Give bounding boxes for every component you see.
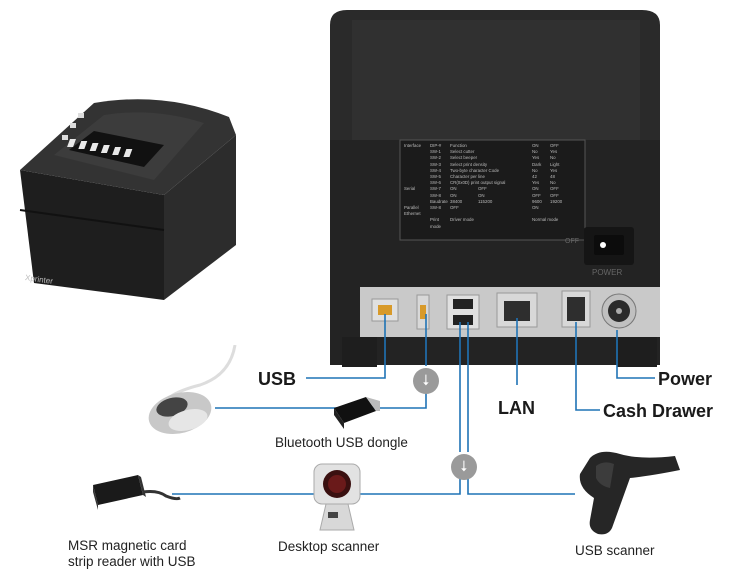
spec-cell: SW-6: [430, 180, 441, 186]
spec-cell: OFF: [450, 205, 459, 211]
power-label: Power: [658, 369, 713, 389]
spec-row: SW-1 Select cutter No Yes: [404, 149, 584, 155]
spec-cell: ON: [532, 205, 539, 211]
spec-cell: Select cutter: [450, 149, 475, 155]
spec-row: SW-8 ON ON OFF OFF: [404, 193, 584, 199]
spec-cell: Yes: [532, 155, 540, 161]
spec-cell: Baudrate: [430, 198, 448, 204]
spec-header-cell: ON: [532, 143, 539, 148]
cash-drawer-line: [575, 322, 600, 411]
switch-power-label: POWER: [592, 268, 623, 277]
bt-hub-to-mouse-line: [215, 392, 427, 409]
spec-cell: Serial: [404, 186, 416, 192]
spec-cell: 38400: [450, 198, 463, 204]
usb-symbol-icon: ⭣: [413, 368, 439, 394]
spec-cell: Light: [550, 161, 560, 167]
msr-label-line1: MSR magnetic card: [68, 538, 187, 553]
spec-cell: Yes: [550, 149, 558, 155]
power-line: [616, 330, 655, 379]
spec-cell: SW-5: [430, 174, 441, 180]
spec-cell: 115200: [478, 198, 493, 204]
spec-cell: Character per line: [450, 174, 485, 180]
spec-cell: No: [532, 167, 538, 173]
spec-cell: SW-4: [430, 167, 441, 173]
spec-cell: 9600: [532, 198, 542, 204]
spec-cell: Select beeper: [450, 155, 478, 161]
spec-cell: SW-2: [430, 155, 441, 161]
spec-cell: Select print density: [450, 161, 488, 167]
spec-cell: ON: [478, 192, 485, 198]
spec-cell: SW-3: [430, 161, 441, 167]
spec-cell: 48: [550, 174, 555, 180]
bluetooth-dongle-label: Bluetooth USB dongle: [275, 435, 408, 450]
spec-header: Interface DIP-# Function ON OFF: [404, 143, 584, 149]
lan-label: LAN: [498, 398, 535, 418]
usb-line: [306, 314, 386, 379]
usb-scanner-label: USB scanner: [575, 543, 655, 558]
spec-cell: Driver mode: [450, 217, 474, 223]
spec-row: SW-5 Character per line 42 48: [404, 174, 584, 180]
desktop-scanner-label: Desktop scanner: [278, 539, 380, 554]
spec-cell: Two-byte character Code: [450, 167, 500, 173]
spec-cell: OFF: [478, 186, 487, 192]
spec-cell: OFF: [550, 192, 559, 198]
spec-cell: OFF: [550, 186, 559, 192]
spec-row: SW-6 CR(0x0D) print output signal Yes No: [404, 180, 584, 186]
spec-row: Parallel Ethernet SW-8 OFF ON: [404, 205, 584, 217]
spec-cell: CR(0x0D) print output signal: [450, 180, 506, 186]
msr-label-line2: strip reader with USB: [68, 554, 196, 569]
spec-cell: OFF: [532, 192, 541, 198]
spec-row: Serial SW-7 ON OFF ON OFF: [404, 186, 584, 192]
spec-cell: ON: [450, 192, 457, 198]
spec-row: SW-4 Two-byte character Code No Yes: [404, 168, 584, 174]
spec-row: Baudrate 38400 115200 9600 19200: [404, 199, 584, 205]
spec-cell: Yes: [550, 167, 558, 173]
spec-cell: SW-1: [430, 149, 441, 155]
desktop-scanner-image: [313, 463, 361, 531]
mouse-image: [148, 345, 237, 435]
usb-symbol-icon: ⭣: [451, 454, 477, 480]
scanner-msr-line: [172, 478, 461, 495]
spec-cell: ON: [532, 186, 539, 192]
spec-cell: No: [550, 180, 556, 186]
spec-cell: SW-8: [430, 205, 441, 211]
front-printer-image: [19, 99, 236, 300]
cash-drawer-label: Cash Drawer: [603, 401, 714, 421]
usb-scanner-image: [579, 451, 680, 535]
spec-header-cell: Interface: [404, 143, 422, 148]
switch-off-label: OFF: [565, 238, 579, 245]
spec-cell: SW-8: [430, 192, 441, 198]
spec-table: Interface DIP-# Function ON OFF SW-1 Sel…: [404, 143, 584, 230]
spec-row: SW-3 Select print density Dark Light: [404, 162, 584, 168]
rear-printer-image: [330, 10, 660, 367]
usb-scanner-line: [467, 478, 575, 495]
spec-cell: No: [532, 149, 538, 155]
spec-cell: No: [550, 155, 556, 161]
spec-cell: Print mode: [430, 217, 441, 229]
spec-cell: 19200: [550, 198, 563, 204]
spec-cell: 42: [532, 174, 537, 180]
spec-header-cell: DIP-#: [430, 143, 442, 148]
spec-cell: Parallel Ethernet: [404, 205, 421, 217]
spec-cell: Dark: [532, 161, 542, 167]
spec-cell: SW-7: [430, 186, 441, 192]
spec-row: SW-2 Select beeper Yes No: [404, 155, 584, 161]
msr-reader-image: [93, 475, 181, 510]
spec-header-cell: OFF: [550, 143, 559, 148]
spec-cell: Yes: [532, 180, 540, 186]
spec-row: Print mode Driver mode Normal mode: [404, 217, 584, 229]
spec-cell: ON: [450, 186, 457, 192]
spec-cell: Normal mode: [532, 217, 559, 223]
bluetooth-dongle-image: [334, 397, 380, 429]
spec-header-cell: Function: [450, 143, 467, 148]
usb-label: USB: [258, 369, 297, 389]
